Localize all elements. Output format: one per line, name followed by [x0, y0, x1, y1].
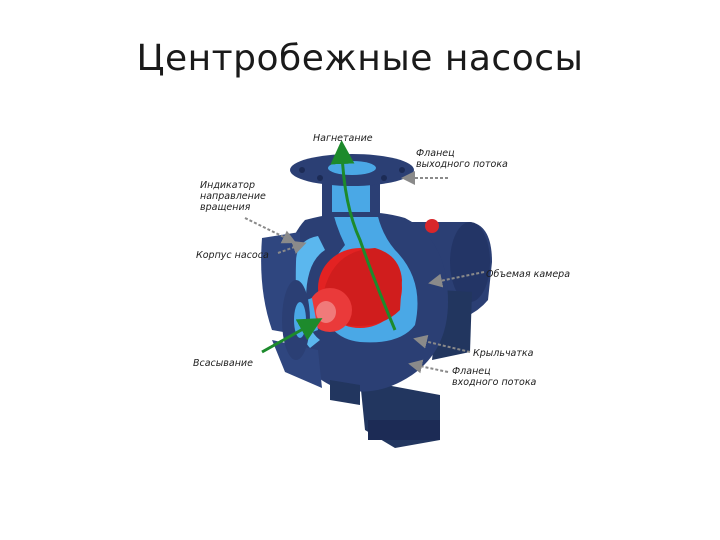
leader-rotation-indicator — [244, 217, 297, 244]
casing-left-lower — [272, 340, 322, 388]
label-pump-casing: Корпус насоса — [196, 250, 269, 261]
label-rotation-indicator-line3: вращения — [200, 202, 251, 213]
suction-flow-arrow — [261, 318, 323, 354]
label-inlet-flange-line1: Фланец — [452, 366, 491, 377]
label-rotation-indicator-line1: Индикатор — [200, 180, 255, 191]
label-inlet-flange-line2: входного потока — [452, 377, 537, 388]
suction-foot — [330, 380, 360, 405]
leader-impeller — [413, 334, 471, 353]
label-inlet-flange: Фланец входного потока — [452, 366, 537, 388]
pump-illustration — [261, 154, 492, 448]
label-rotation-indicator-line2: направление — [200, 191, 266, 202]
label-volute-chamber: Объемая камера — [486, 269, 570, 280]
label-outlet-flange-line1: Фланец — [416, 148, 455, 159]
leader-pump-casing — [277, 240, 307, 254]
outlet-flange-bore — [328, 161, 376, 175]
red-indicator-cap — [425, 219, 439, 233]
discharge-flow-arrow — [330, 140, 397, 331]
leader-inlet-flange — [408, 359, 449, 374]
motor-end-cap — [450, 222, 490, 302]
impeller-eye — [316, 301, 336, 323]
label-discharge: Нагнетание — [313, 133, 373, 144]
base-plate — [368, 420, 440, 440]
label-rotation-indicator: Индикатор направление вращения — [200, 180, 269, 213]
label-outlet-flange: Фланец выходного потока — [416, 148, 508, 170]
label-suction: Всасывание — [193, 358, 253, 369]
slide-title: Центробежные насосы — [136, 38, 584, 79]
label-impeller: Крыльчатка — [473, 348, 534, 359]
label-outlet-flange-line2: выходного потока — [416, 159, 508, 170]
leader-volute — [428, 271, 485, 288]
